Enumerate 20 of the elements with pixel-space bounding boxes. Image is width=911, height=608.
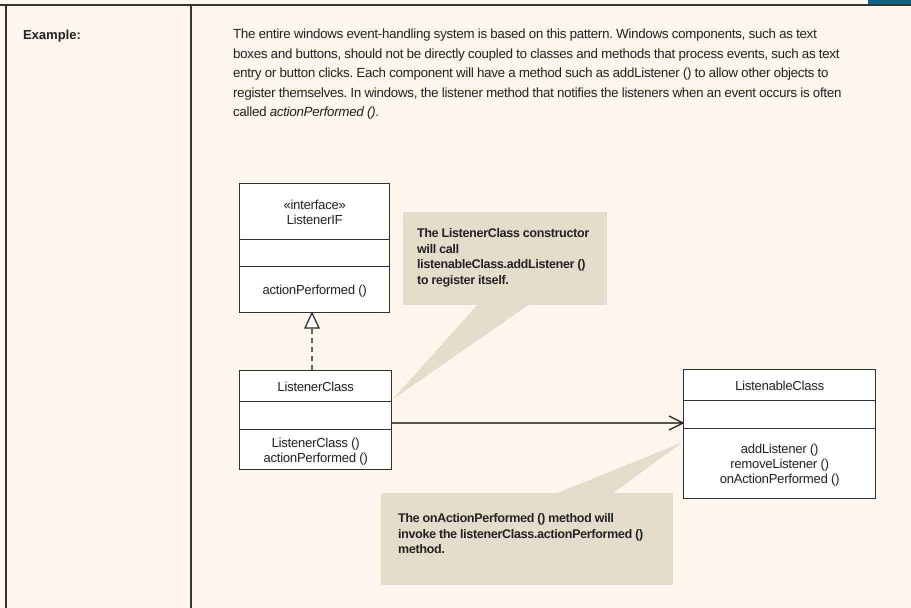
method-name: addListener () bbox=[740, 441, 818, 456]
stereotype-label: «interface» bbox=[283, 196, 346, 212]
description-text: The entire windows event-handling system is based on this pattern. Windows components, such as text boxes and buttons, should not be directly coupled to classes and methods that process events, such as text entry or button clicks. Each component will have a method such as addListener () to allow other objects to register themselves. In windows, the listener method that notifies the listeners when an event occurs is often called actionPerformed (). bbox=[233, 25, 842, 121]
class-name: ListenerIF bbox=[286, 212, 342, 226]
association-arrow bbox=[392, 415, 684, 431]
row-heading: Example: bbox=[23, 27, 81, 42]
class-box bbox=[239, 370, 392, 470]
callout-pointer bbox=[555, 442, 683, 494]
method-name: ListenerClass () bbox=[272, 434, 360, 450]
method-name: actionPerformed () bbox=[263, 450, 368, 464]
callout-note: The ListenerClass constructor will call listenableClass.addListener () to register itself. bbox=[403, 212, 607, 305]
method-name: onActionPerformed () bbox=[720, 471, 840, 486]
class-name: ListenerClass bbox=[277, 378, 354, 394]
realization-arrow bbox=[304, 312, 320, 370]
callout-pointer bbox=[392, 304, 530, 400]
class-box bbox=[683, 369, 876, 499]
method-name: actionPerformed () bbox=[262, 282, 367, 297]
class-name: ListenableClass bbox=[735, 378, 824, 392]
method-name: removeListener () bbox=[730, 456, 829, 471]
class-box bbox=[239, 183, 390, 313]
